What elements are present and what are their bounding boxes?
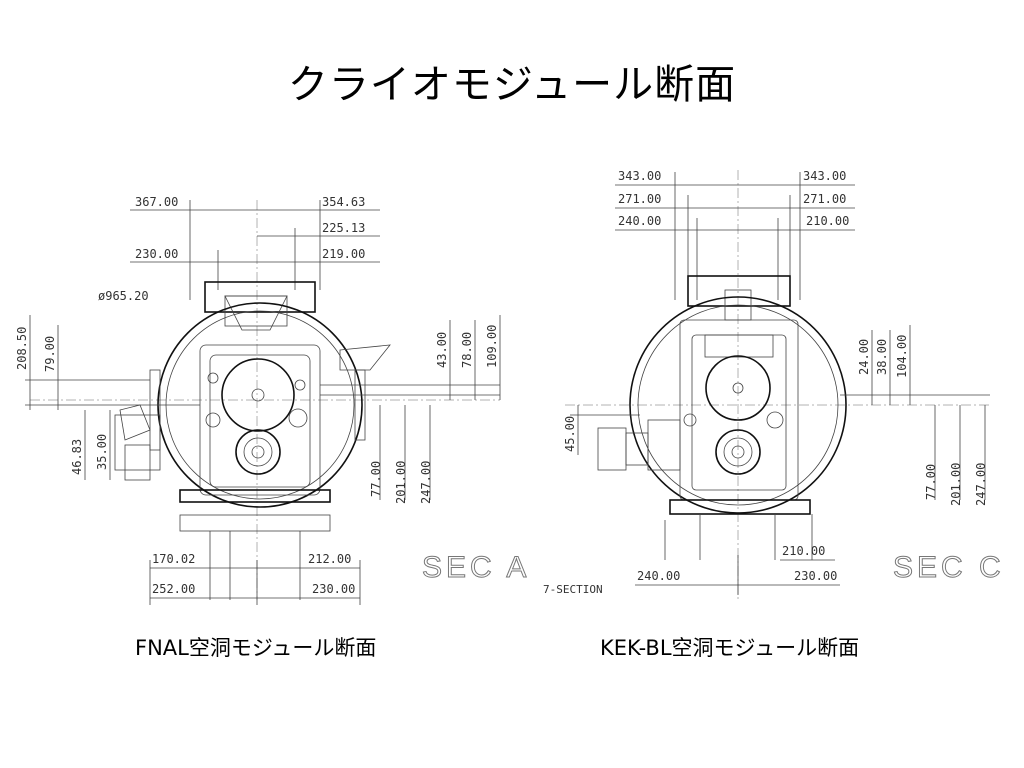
section-label: SEC A <box>422 551 530 584</box>
dim-text: 343.00 <box>803 169 846 183</box>
dim-text: 201.00 <box>949 463 963 506</box>
diameter-label: ø965.20 <box>98 289 149 303</box>
dim-text: 367.00 <box>135 195 178 209</box>
dim-text: 210.00 <box>806 214 849 228</box>
dim-text: 201.00 <box>394 461 408 504</box>
dim-text: 271.00 <box>618 192 661 206</box>
dim-text: 77.00 <box>369 461 383 497</box>
dim-text: 35.00 <box>95 434 109 470</box>
dim-text: 240.00 <box>637 569 680 583</box>
right-caption: KEK-BL空洞モジュール断面 <box>600 636 860 660</box>
dim-text: 170.02 <box>152 552 195 566</box>
section-label: SEC C <box>893 551 1005 584</box>
dim-text: 78.00 <box>460 332 474 368</box>
dim-text: 252.00 <box>152 582 195 596</box>
dim-text: 38.00 <box>875 339 889 375</box>
kek-bl-cross-section: 343.00 343.00 271.00 271.00 240.00 210.0… <box>543 169 1005 600</box>
dim-text: 77.00 <box>924 464 938 500</box>
dim-text: 109.00 <box>485 325 499 368</box>
dim-text: 247.00 <box>974 463 988 506</box>
dim-text: 247.00 <box>419 461 433 504</box>
dim-text: 208.50 <box>15 327 29 370</box>
dim-text: 210.00 <box>782 544 825 558</box>
dim-text: 79.00 <box>43 336 57 372</box>
dim-text: 230.00 <box>794 569 837 583</box>
slide-title: クライオモジュール断面 <box>287 62 737 108</box>
dim-text: 225.13 <box>322 221 365 235</box>
dim-text: 219.00 <box>322 247 365 261</box>
left-caption: FNAL空洞モジュール断面 <box>135 636 377 660</box>
dim-text: 104.00 <box>895 335 909 378</box>
subsection-label: 7-SECTION <box>543 583 603 596</box>
fnal-cross-section: 367.00 354.63 225.13 230.00 219.00 ø965.… <box>15 195 530 605</box>
dim-text: 24.00 <box>857 339 871 375</box>
dim-text: 46.83 <box>70 439 84 475</box>
dim-text: 240.00 <box>618 214 661 228</box>
dim-text: 230.00 <box>135 247 178 261</box>
dim-text: 343.00 <box>618 169 661 183</box>
dim-text: 271.00 <box>803 192 846 206</box>
dim-text: 45.00 <box>563 416 577 452</box>
dim-text: 212.00 <box>308 552 351 566</box>
dim-text: 43.00 <box>435 332 449 368</box>
dim-text: 230.00 <box>312 582 355 596</box>
dim-text: 354.63 <box>322 195 365 209</box>
